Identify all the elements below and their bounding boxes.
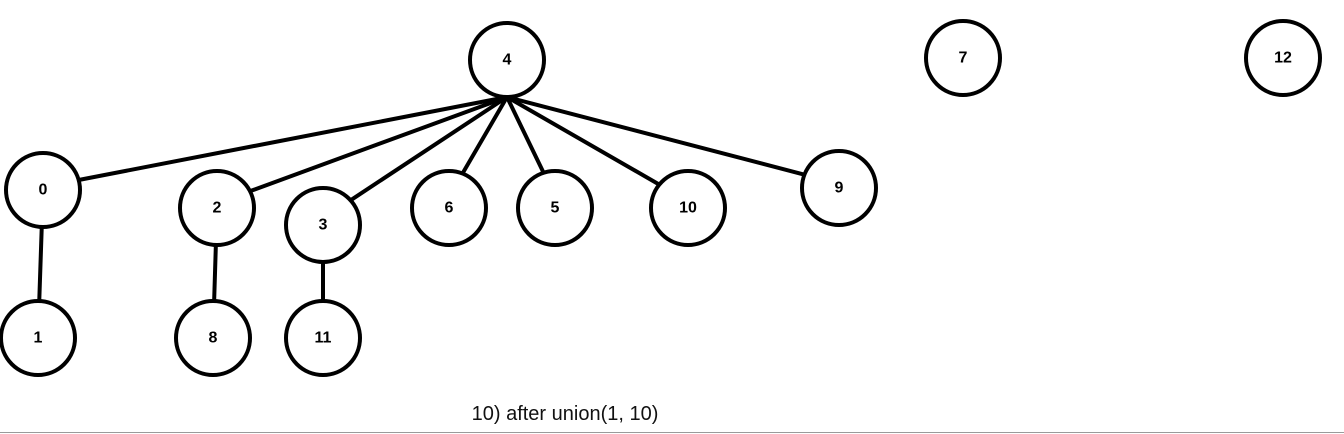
- edges-layer: [37, 95, 807, 304]
- node-label: 10: [679, 200, 697, 217]
- node-label: 5: [551, 200, 560, 217]
- node-12: 12: [1244, 19, 1322, 97]
- node-label: 0: [39, 182, 48, 199]
- node-label: 1: [34, 330, 43, 347]
- node-label: 12: [1274, 50, 1292, 67]
- edge-4-2: [247, 95, 509, 194]
- node-label: 11: [315, 330, 332, 347]
- diagram-caption: 10) after union(1, 10): [471, 403, 659, 425]
- node-circle: [924, 19, 1002, 97]
- node-5: 5: [516, 169, 594, 247]
- node-label: 2: [213, 200, 222, 217]
- node-label: 3: [319, 217, 328, 234]
- edge-4-0: [76, 95, 509, 183]
- bottom-divider: [0, 432, 1344, 433]
- edge-2-8: [212, 242, 218, 304]
- node-circle: [284, 299, 362, 377]
- node-3: 3: [284, 186, 362, 264]
- edge-4-9: [505, 95, 807, 177]
- node-10: 10: [649, 169, 727, 247]
- node-circle: [284, 186, 362, 264]
- edge-4-6: [460, 95, 509, 176]
- edge-4-10: [505, 95, 662, 187]
- node-circle: [174, 299, 252, 377]
- node-label: 7: [959, 50, 968, 67]
- node-circle: [468, 21, 546, 99]
- node-2: 2: [178, 169, 256, 247]
- node-9: 9: [800, 149, 878, 227]
- node-circle: [1244, 19, 1322, 97]
- node-0: 0: [4, 151, 82, 229]
- node-circle: [178, 169, 256, 247]
- nodes-layer: 4 7 12 0 2 3 6 5 10 9 1 8 11: [0, 19, 1322, 377]
- node-label: 8: [209, 330, 218, 347]
- edge-4-5: [505, 95, 546, 175]
- node-circle: [4, 151, 82, 229]
- node-4: 4: [468, 21, 546, 99]
- node-circle: [800, 149, 878, 227]
- node-6: 6: [410, 169, 488, 247]
- node-1: 1: [0, 299, 77, 377]
- node-circle: [516, 169, 594, 247]
- edge-4-3: [348, 95, 509, 203]
- node-circle: [0, 299, 77, 377]
- node-label: 6: [445, 200, 454, 217]
- node-8: 8: [174, 299, 252, 377]
- node-label: 4: [503, 52, 512, 69]
- edge-0-1: [37, 224, 44, 304]
- node-circle: [649, 169, 727, 247]
- node-11: 11: [284, 299, 362, 377]
- node-7: 7: [924, 19, 1002, 97]
- node-circle: [410, 169, 488, 247]
- node-label: 9: [835, 180, 844, 197]
